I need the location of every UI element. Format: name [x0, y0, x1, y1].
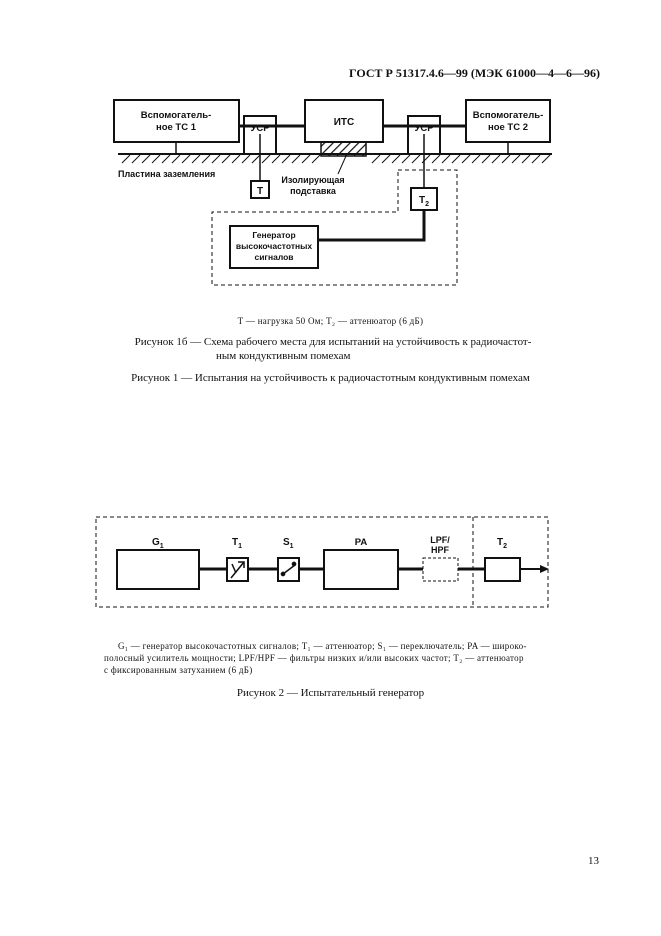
- page-number: 13: [588, 855, 599, 867]
- eut-box: [304, 99, 384, 143]
- rf-generator-box: [229, 225, 319, 269]
- lpf-label-line1: LPF/: [430, 535, 450, 545]
- generator-label-line2: высокочастотных: [236, 241, 313, 251]
- document-header: ГОСТ Р 51317.4.6—99 (МЭК 61000—4—6—96): [349, 66, 600, 80]
- figure-2-note-line2: полосный усилитель мощности; LPF/HPF — ф…: [104, 653, 524, 663]
- g1-label: G1: [152, 537, 164, 550]
- cdn-left-label: УСР: [250, 123, 270, 134]
- figure-2-diagram: G1 T1 S1 PA LPF/ HPF T2: [95, 516, 549, 608]
- figure-2-caption: Рисунок 2 — Испытательный генератор: [236, 687, 425, 699]
- lpf-hpf-box: [422, 557, 459, 582]
- test-generator-enclosure: [211, 169, 458, 286]
- insulating-support: [320, 141, 367, 157]
- figure-2-note-line1: G₁ — генератор высокочастотных сигналов;…: [118, 641, 527, 651]
- aux2-label-line1: Вспомогатель-: [473, 110, 543, 121]
- t2-fig2-box: [484, 557, 521, 582]
- load-box: [250, 180, 270, 199]
- aux-equipment-2-box: [465, 99, 551, 143]
- cdn-right-label: УСР: [414, 123, 434, 134]
- load-label: T: [257, 186, 263, 197]
- generator-label-line1: Генератор: [252, 230, 295, 240]
- eut-label: ИТС: [334, 117, 355, 128]
- figure-1b-caption-line1: Рисунок 1б — Схема рабочего места для ис…: [134, 336, 532, 348]
- lpf-label-line2: HPF: [431, 545, 450, 555]
- insulating-label-line1: Изолирующая: [281, 175, 344, 185]
- aux2-label-line2: ное ТС 2: [488, 122, 528, 133]
- s1-label: S1: [283, 537, 294, 550]
- output-arrow-icon: [540, 565, 549, 573]
- figure-2-note-line3: с фиксированным затуханием (6 дБ): [104, 665, 253, 675]
- figure-1b-caption-line2: ным кондуктивным помехам: [216, 350, 351, 362]
- t2-fig2-label: T2: [497, 537, 507, 550]
- switch-icon: [280, 561, 297, 577]
- pa-label: PA: [355, 537, 368, 548]
- pa-box: [323, 549, 399, 590]
- aux1-label-line2: ное ТС 1: [156, 122, 197, 133]
- aux1-label-line1: Вспомогатель-: [141, 110, 211, 121]
- aux-equipment-1-box: [113, 99, 240, 143]
- variable-attenuator-icon: [230, 561, 245, 579]
- ground-plate-label: Пластина заземления: [118, 169, 215, 179]
- t2-label: T2: [419, 195, 429, 208]
- figure-1b-note: T — нагрузка 50 Ом; T₂ — аттенюатор (6 д…: [237, 316, 424, 326]
- insulating-label-line2: подставка: [290, 186, 337, 196]
- figure-1-caption: Рисунок 1 — Испытания на устойчивость к …: [131, 372, 530, 384]
- g1-box: [116, 549, 200, 590]
- t1-label: T1: [232, 537, 242, 550]
- generator-label-line3: сигналов: [254, 252, 293, 262]
